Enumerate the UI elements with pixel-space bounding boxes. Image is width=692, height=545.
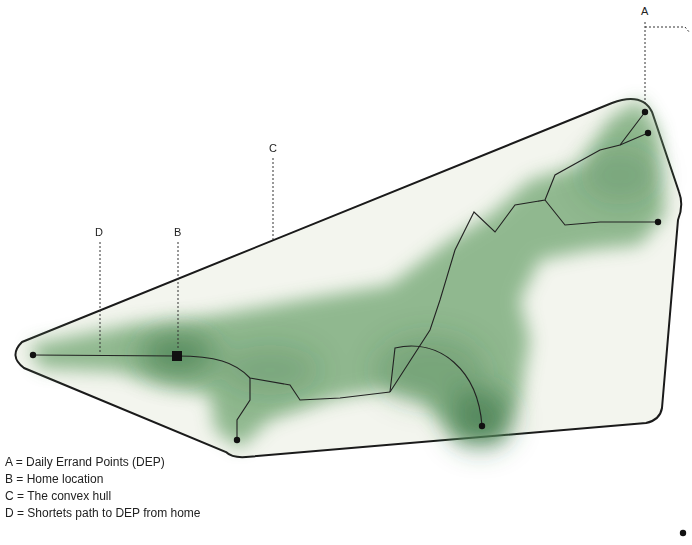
home-marker — [172, 351, 182, 361]
leader-lines — [100, 22, 690, 352]
convex-hull — [15, 99, 681, 457]
errand-points — [30, 109, 686, 536]
legend-text: B = Home location — [5, 472, 103, 486]
callout-letter: B — [174, 226, 181, 239]
shortest-paths — [33, 112, 658, 440]
callout-letter: C — [269, 142, 277, 155]
legend-text: C = The convex hull — [5, 489, 111, 503]
callout-letter: A — [641, 5, 648, 18]
callout-letter: D — [95, 226, 103, 239]
legend-text: D = Shortets path to DEP from home — [5, 506, 201, 520]
legend-text: A = Daily Errand Points (DEP) — [5, 455, 165, 469]
dense-areas — [140, 145, 660, 448]
activity-area — [30, 100, 665, 448]
